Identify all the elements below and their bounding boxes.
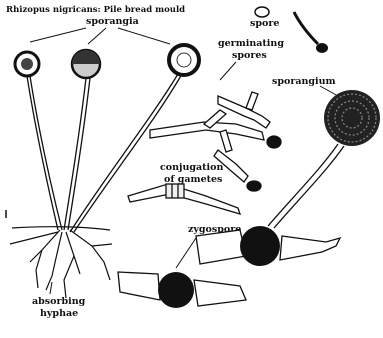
label-conjugation-line1: conjugation [160,162,224,173]
sporangium-left [15,52,39,76]
sporangia-pointer-lines [30,28,170,44]
sporangium-large-stalk [268,144,344,228]
label-sporangium: sporangium [272,76,336,87]
sporangiophores [27,74,182,232]
sporangium-large [324,90,380,146]
label-sporangia: sporangia [86,16,139,27]
germinating-spores-pointer [220,62,236,80]
zygospore-lower [118,272,246,308]
label-germinating-spores-line2: spores [232,50,267,61]
stolon-and-rhizoids [10,227,112,298]
conjugating-gametangia [128,184,240,214]
label-spore: spore [250,18,279,29]
sporangium-middle [72,50,100,78]
sporangium-right [169,45,199,75]
absorbing-hyphae-pointer [50,282,52,294]
zygospore-pointer-2 [176,238,196,268]
germinating-hypha-1 [218,92,270,128]
germinating-spore-top [294,12,328,53]
spore [255,7,269,17]
label-absorbing-hyphae-line1: absorbing [32,296,86,307]
diagram-title: Rhizopus nigricans: Pile bread mould [6,5,185,15]
label-germinating-spores-line1: germinating [218,38,284,49]
sporangium-pointer [320,86,338,96]
label-absorbing-hyphae-line2: hyphae [40,308,78,319]
